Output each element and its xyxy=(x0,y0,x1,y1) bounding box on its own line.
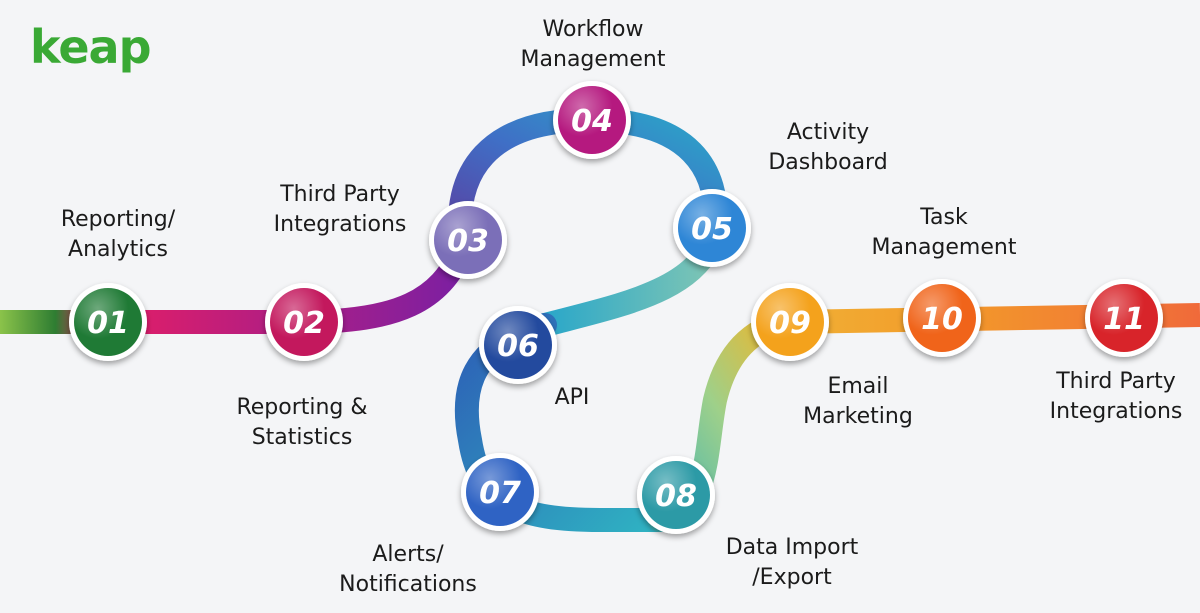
step-number: 06 xyxy=(497,329,539,364)
step-node-04: 04 xyxy=(553,81,631,159)
step-node-highlight xyxy=(434,206,502,274)
step-label-line: Management xyxy=(871,235,1017,260)
step-node-highlight xyxy=(466,458,534,526)
step-node-highlight xyxy=(1090,284,1158,352)
keap-logo: keap xyxy=(30,20,152,74)
step-label-07: Alerts/Notifications xyxy=(339,540,477,600)
step-label-line: /Export xyxy=(752,565,832,590)
step-node-highlight xyxy=(678,194,746,262)
step-label-line: Workflow xyxy=(542,17,644,42)
step-number: 10 xyxy=(921,302,963,337)
step-node-highlight xyxy=(558,86,626,154)
step-node-highlight xyxy=(642,461,710,529)
step-label-line: Statistics xyxy=(251,425,353,450)
step-label-line: API xyxy=(554,385,590,410)
step-node-highlight xyxy=(484,311,552,379)
step-label-line: Activity xyxy=(786,120,870,145)
step-number: 04 xyxy=(571,104,613,139)
step-number: 08 xyxy=(655,479,697,514)
step-node-02: 02 xyxy=(265,283,343,361)
step-label-line: Task xyxy=(920,205,968,230)
step-node-highlight xyxy=(756,288,824,356)
step-label-line: Data Import xyxy=(725,535,859,560)
step-number: 05 xyxy=(691,212,733,247)
step-node-11: 11 xyxy=(1085,279,1163,357)
step-node-01: 01 xyxy=(69,283,147,361)
step-label-line: Reporting & xyxy=(236,395,368,420)
step-number: 01 xyxy=(87,306,129,341)
step-node-08: 08 xyxy=(637,456,715,534)
step-node-05: 05 xyxy=(673,189,751,267)
step-label-line: Reporting/ xyxy=(60,207,176,232)
step-label-line: Notifications xyxy=(339,572,477,597)
step-node-09: 09 xyxy=(751,283,829,361)
step-number: 07 xyxy=(479,476,521,511)
step-node-03: 03 xyxy=(429,201,507,279)
step-label-line: Management xyxy=(520,47,666,72)
step-label-line: Marketing xyxy=(803,404,913,429)
step-label-06: API xyxy=(555,383,590,413)
step-label-line: Integrations xyxy=(1049,399,1183,424)
step-node-highlight xyxy=(270,288,338,356)
step-node-highlight xyxy=(908,284,976,352)
step-number: 11 xyxy=(1103,302,1145,337)
step-label-line: Third Party xyxy=(280,182,400,207)
step-node-06: 06 xyxy=(479,306,557,384)
step-node-07: 07 xyxy=(461,453,539,531)
step-label-01: Reporting/Analytics xyxy=(61,205,175,265)
step-node-10: 10 xyxy=(903,279,981,357)
step-label-line: Alerts/ xyxy=(372,542,444,567)
step-number: 02 xyxy=(283,306,325,341)
step-label-08: Data Import/Export xyxy=(726,533,859,593)
step-number: 03 xyxy=(447,224,489,259)
step-label-line: Email xyxy=(827,374,889,399)
step-label-line: Third Party xyxy=(1056,369,1176,394)
step-number: 09 xyxy=(769,306,811,341)
step-label-line: Integrations xyxy=(273,212,407,237)
step-label-02: Reporting & Statistics xyxy=(236,393,367,453)
step-label-line: Dashboard xyxy=(768,150,888,175)
step-node-highlight xyxy=(74,288,142,356)
step-label-line: Analytics xyxy=(68,237,168,262)
